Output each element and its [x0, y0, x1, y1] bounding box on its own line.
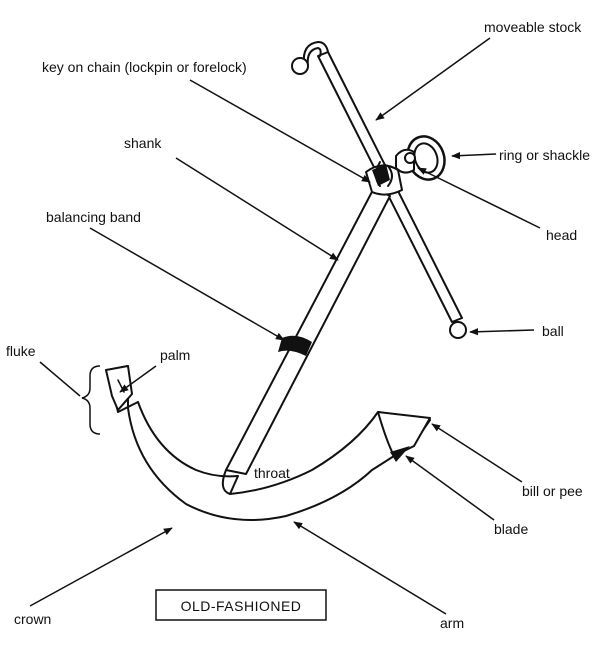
leader-palm — [119, 365, 157, 393]
label-blade: blade — [494, 521, 528, 537]
label-arm: arm — [440, 615, 464, 631]
label-crown: crown — [14, 611, 51, 627]
ring-drawing — [395, 135, 446, 181]
label-head: head — [546, 227, 577, 243]
leader-ring — [451, 152, 497, 160]
leader-key-on-chain — [189, 79, 371, 183]
label-ring-or-shackle: ring or shackle — [499, 147, 590, 163]
label-balancing-band: balancing band — [46, 209, 141, 225]
arms-drawing — [105, 365, 431, 521]
label-shank: shank — [124, 135, 162, 151]
caption-text: OLD-FASHIONED — [181, 598, 302, 614]
label-palm: palm — [160, 347, 190, 363]
leader-crown — [29, 527, 173, 607]
leader-bill — [431, 423, 523, 483]
leader-ball — [469, 328, 535, 336]
label-ball: ball — [542, 323, 564, 339]
labels: moveable stock key on chain (lockpin or … — [6, 19, 590, 631]
leader-moveable-stock — [375, 37, 491, 121]
leader-head — [417, 167, 541, 229]
leader-shank — [175, 157, 339, 261]
label-key-on-chain: key on chain (lockpin or forelock) — [42, 59, 247, 75]
leader-arm — [293, 521, 447, 615]
leader-lines — [29, 37, 541, 615]
fluke-brace — [81, 365, 101, 435]
leader-fluke — [39, 361, 81, 397]
leader-blade — [405, 455, 495, 521]
label-throat: throat — [254, 465, 290, 481]
label-moveable-stock: moveable stock — [484, 19, 582, 35]
head-drawing — [365, 161, 403, 196]
leader-balancing-band — [89, 227, 285, 341]
anchor-illustration — [105, 41, 467, 521]
label-bill-or-pee: bill or pee — [522, 483, 583, 499]
stock-bottom-ball — [449, 321, 467, 339]
label-fluke: fluke — [6, 343, 36, 359]
balancing-band-drawing — [278, 335, 312, 356]
caption-box: OLD-FASHIONED — [155, 589, 327, 621]
stock-top-ball — [291, 57, 309, 75]
